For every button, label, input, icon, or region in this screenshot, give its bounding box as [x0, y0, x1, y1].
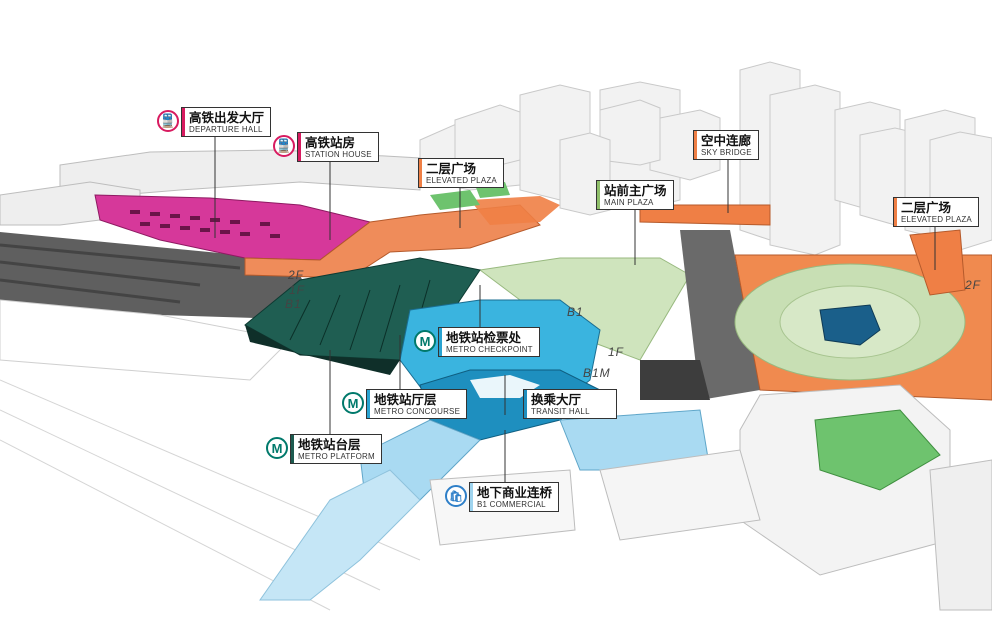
green-patch-left	[430, 190, 480, 210]
label-en: METRO CHECKPOINT	[446, 344, 533, 354]
label-zh: 二层广场	[901, 199, 952, 215]
road-divider	[640, 360, 710, 400]
b1-commercial-tunnel	[259, 469, 421, 601]
rail-tracks	[0, 232, 421, 611]
label-zh: 换乘大厅	[531, 391, 582, 407]
central-road	[680, 230, 760, 400]
label-en: METRO CONCOURSE	[374, 406, 461, 416]
label-zh: 高铁站房	[305, 134, 356, 150]
metro-platform-base	[245, 325, 400, 375]
floor-tag-b1m: B1M	[583, 366, 611, 380]
label-stripe	[470, 483, 473, 511]
floor-tag-1f-left: 1F	[289, 283, 306, 297]
leader-lines	[214, 132, 936, 485]
label-stripe	[439, 328, 442, 356]
metro-icon: M	[414, 330, 436, 352]
metro-icon: M	[266, 437, 288, 459]
label-stripe	[367, 390, 370, 418]
label-en: ELEVATED PLAZA	[426, 175, 497, 185]
sunken-plaza	[819, 304, 881, 346]
label-stripe	[182, 108, 185, 136]
label-zh: 空中连廊	[701, 132, 752, 148]
floor-tag-1f-center: 1F	[608, 345, 625, 359]
sky-bridge	[639, 204, 771, 226]
label-zh: 地铁站台层	[298, 436, 361, 452]
label-zh: 地铁站检票处	[446, 329, 522, 345]
label-en: B1 COMMERCIAL	[477, 499, 546, 509]
elevated-walkway	[470, 196, 560, 225]
floor-tag-2f-left: 2F	[288, 268, 305, 282]
floor-tag-b1-left: B1	[285, 297, 302, 311]
label-en: TRANSIT HALL	[531, 406, 590, 416]
train-icon: 🚆	[273, 135, 295, 157]
floor-tag-2f-right: 2F	[965, 278, 982, 292]
label-en: DEPARTURE HALL	[189, 124, 263, 134]
label-zh: 二层广场	[426, 160, 477, 176]
label-zh: 站前主广场	[604, 182, 667, 198]
label-stripe	[524, 390, 527, 418]
label-stripe	[597, 181, 600, 209]
label-stripe	[694, 131, 697, 159]
metro-icon: M	[342, 392, 364, 414]
label-zh: 地铁站厅层	[374, 391, 437, 407]
label-stripe	[291, 435, 294, 463]
label-zh: 地下商业连桥	[477, 484, 553, 500]
label-zh: 高铁出发大厅	[189, 109, 265, 125]
label-en: METRO PLATFORM	[298, 451, 375, 461]
label-stripe	[419, 159, 422, 187]
label-en: SKY BRIDGE	[701, 147, 752, 157]
label-en: STATION HOUSE	[305, 149, 372, 159]
label-en: ELEVATED PLAZA	[901, 214, 972, 224]
floor-tag-b1-center: B1	[567, 305, 584, 319]
label-stripe	[298, 133, 301, 161]
shopping-bag-icon: 🛍	[445, 485, 467, 507]
label-stripe	[894, 198, 897, 226]
elevated-plaza-right-ramp	[909, 229, 966, 296]
train-icon: 🚆	[157, 110, 179, 132]
label-en: MAIN PLAZA	[604, 197, 654, 207]
